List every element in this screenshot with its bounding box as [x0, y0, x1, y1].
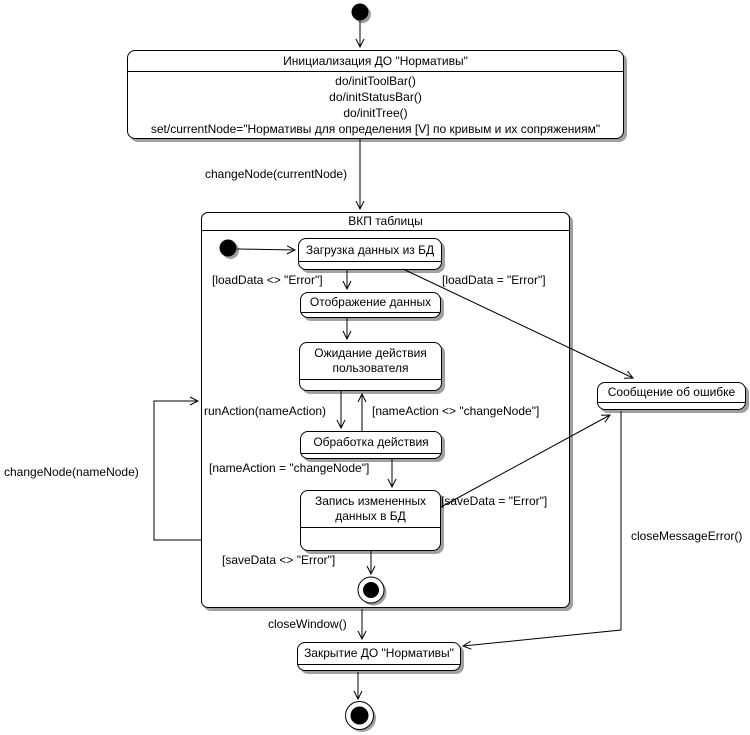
initial-node — [351, 3, 369, 21]
state-display-data-title: Отображение данных — [301, 293, 440, 313]
init-action-tree: do/initTree() — [343, 106, 408, 120]
final-node-outer — [345, 701, 374, 730]
state-save-data-body — [301, 528, 440, 550]
state-close-do-normativy-body — [298, 665, 460, 670]
state-process-action: Обработка действия — [300, 431, 442, 459]
init-action-statusbar: do/initStatusBar() — [329, 90, 422, 104]
init-action-toolbar: do/initToolBar() — [335, 74, 416, 88]
state-close-do-normativy-title: Закрытие ДО "Нормативы" — [298, 643, 460, 665]
state-process-action-body — [301, 454, 441, 458]
state-error-message-body — [598, 403, 745, 409]
label-savedata-ok: [saveData <> "Error"] — [222, 553, 336, 567]
initial-node-shadow — [354, 6, 371, 23]
label-run-action: runAction(nameAction) — [204, 404, 327, 418]
label-change-node-current: changeNode(currentNode) — [205, 167, 348, 181]
init-action-set-node: set/currentNode="Нормативы для определен… — [150, 122, 601, 136]
state-load-data: Загрузка данных из БД — [298, 238, 442, 270]
label-close-message-error: closeMessageError() — [631, 529, 743, 543]
label-loaddata-error: [loadData = "Error"] — [442, 273, 546, 287]
state-save-data: Запись измененных данных в БД — [300, 490, 441, 551]
label-nameaction-eq: [nameAction = "changeNode"] — [209, 461, 370, 475]
state-vkp-table-title: ВКП таблицы — [202, 213, 569, 231]
state-wait-user-action: Ожидание действия пользователя — [299, 342, 442, 391]
state-error-message-title: Сообщение об ошибке — [598, 383, 745, 403]
state-init-actions: do/initToolBar() do/initStatusBar() do/i… — [128, 72, 623, 138]
state-close-do-normativy: Закрытие ДО "Нормативы" — [297, 642, 461, 671]
state-error-message: Сообщение об ошибке — [597, 382, 746, 410]
state-display-data: Отображение данных — [300, 292, 441, 318]
state-wait-user-action-title: Ожидание действия пользователя — [300, 343, 441, 380]
state-load-data-title: Загрузка данных из БД — [299, 239, 441, 262]
transition-composite-self-loop — [153, 401, 201, 541]
label-change-node-name: changeNode(nameNode) — [4, 465, 139, 479]
state-display-data-body — [301, 313, 440, 317]
final-node-shadow — [348, 704, 376, 732]
state-load-data-body — [299, 262, 441, 269]
label-loaddata-ok: [loadData <> "Error"] — [212, 273, 323, 287]
label-savedata-error: [saveData = "Error"] — [441, 494, 548, 508]
state-init-title: Инициализация ДО "Нормативы" — [128, 51, 623, 72]
state-save-data-title: Запись измененных данных в БД — [301, 491, 440, 528]
state-process-action-title: Обработка действия — [301, 432, 441, 454]
state-wait-user-action-body — [300, 380, 441, 390]
label-nameaction-neq: [nameAction <> "changeNode"] — [372, 404, 540, 418]
state-init-do-normativy: Инициализация ДО "Нормативы" do/initTool… — [127, 50, 624, 139]
final-node — [350, 706, 369, 725]
label-close-window: closeWindow() — [268, 617, 347, 631]
